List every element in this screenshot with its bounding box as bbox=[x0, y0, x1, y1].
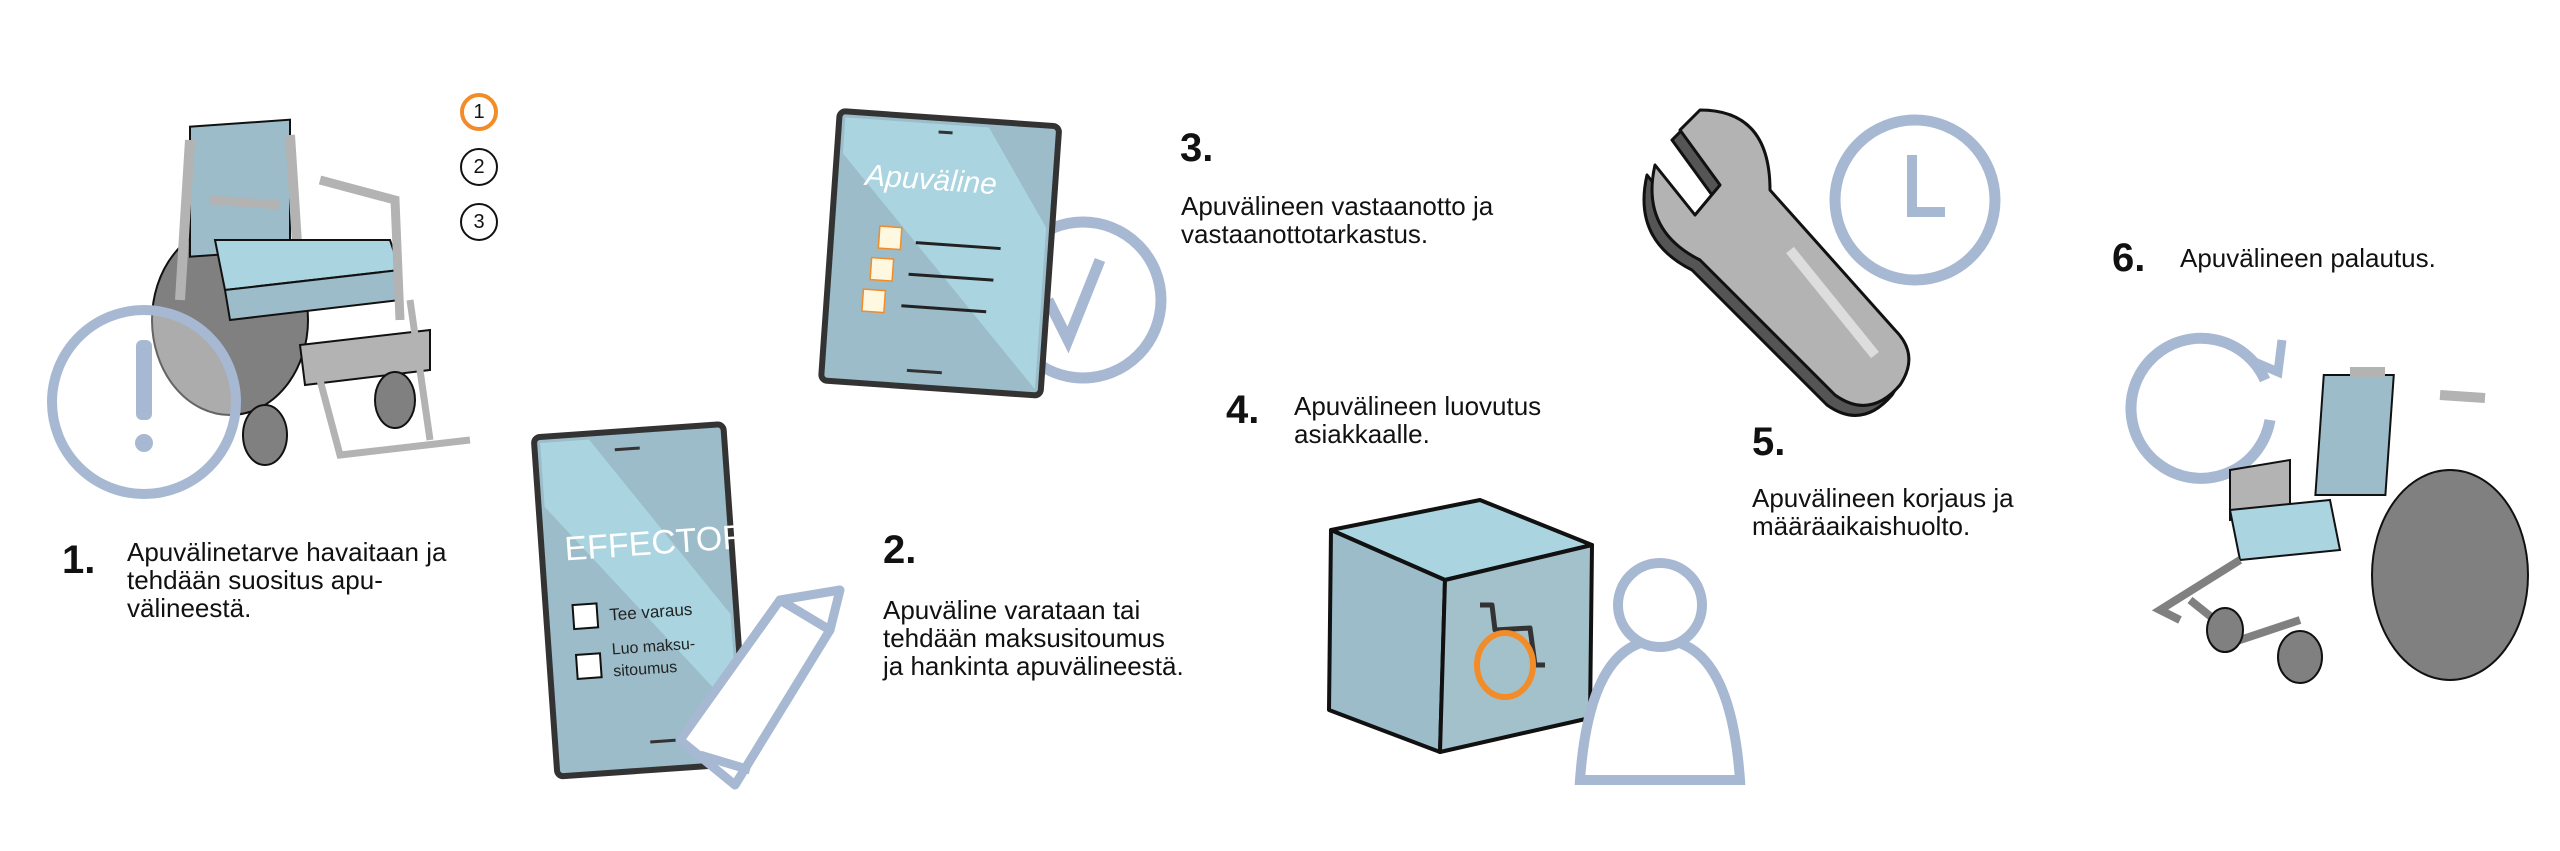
step-5-number: 5. bbox=[1752, 420, 1786, 464]
option-commitment-1: Luo maksu- bbox=[611, 636, 696, 659]
step-4-number: 4. bbox=[1226, 388, 1260, 432]
step-3-number: 3. bbox=[1180, 126, 1214, 170]
wrench-icon bbox=[1642, 108, 1911, 417]
box-icon bbox=[1327, 498, 1594, 754]
badge-label: 3 bbox=[473, 210, 485, 233]
exclamation-icon bbox=[47, 305, 241, 499]
step-1-text: Apuvälinetarve havaitaan ja tehdään suos… bbox=[127, 537, 447, 623]
step-1-number: 1. bbox=[62, 538, 96, 582]
badge-label: 2 bbox=[473, 155, 485, 178]
option-commitment-2: sitoumus bbox=[613, 659, 678, 680]
step-2-text: Apuväline varataan tai tehdään maksusito… bbox=[883, 595, 1184, 681]
phone-effector: EFFECTOR Tee varaus Luo maksu- sitoumus bbox=[531, 421, 750, 780]
return-arrow-icon bbox=[2125, 332, 2287, 484]
step-badge-2[interactable]: 2 bbox=[460, 148, 498, 186]
step-4-text: Apuvälineen luovutus asiakkaalle. bbox=[1294, 391, 1542, 449]
wheelchair-return-icon bbox=[2151, 367, 2529, 684]
phone-apuvaline: Apuväline bbox=[818, 108, 1062, 399]
step-5-text: Apuvälineen korjaus ja määräaikaishuolto… bbox=[1752, 483, 2014, 541]
wheelchair-icon bbox=[151, 118, 471, 466]
clock-icon bbox=[1829, 114, 2001, 286]
step-6-text: Apuvälineen palautus. bbox=[2180, 243, 2436, 273]
step-2-number: 2. bbox=[883, 528, 917, 572]
step-3-text: Apuvälineen vastaanotto ja vastaanottota… bbox=[1181, 191, 1494, 249]
step-badge-3[interactable]: 3 bbox=[460, 203, 498, 241]
person-icon bbox=[1574, 558, 1746, 785]
pencil-icon bbox=[675, 585, 845, 790]
badge-label: 1 bbox=[473, 100, 485, 123]
step-6-number: 6. bbox=[2112, 236, 2146, 280]
step-badge-1[interactable]: 1 bbox=[460, 93, 498, 131]
